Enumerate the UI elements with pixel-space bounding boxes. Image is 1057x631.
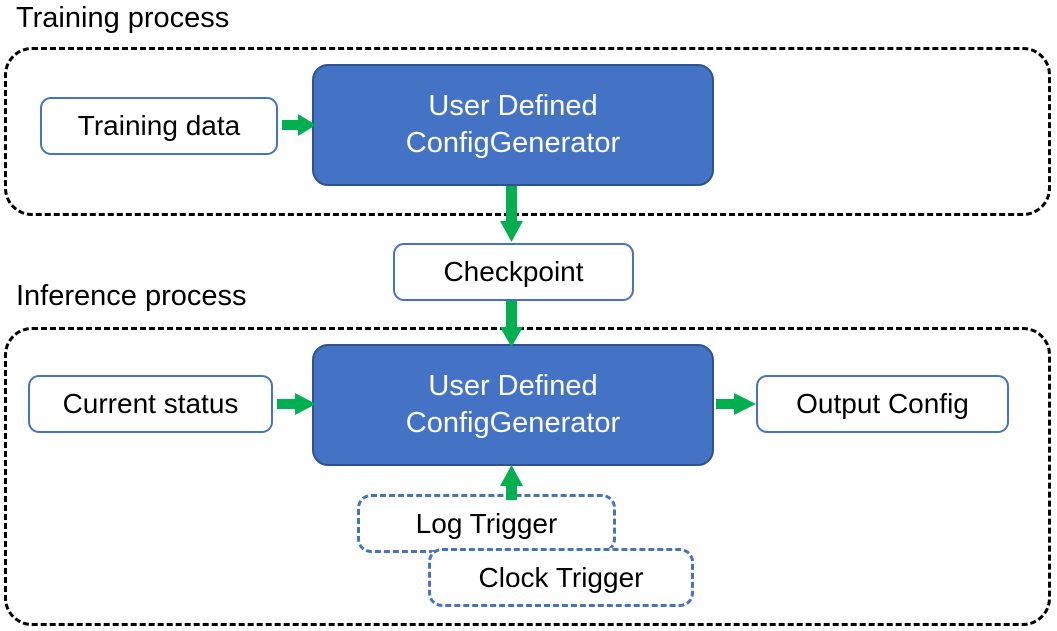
node-current-status-label: Current status [62,388,239,419]
node-log-trigger-label: Log Trigger [415,507,558,539]
node-generator-inference-line1: User Defined [428,370,598,402]
node-generator-inference-line2: ConfigGenerator [405,407,621,439]
node-training-data-label: Training data [77,110,241,141]
node-checkpoint[interactable]: Checkpoint [393,243,634,301]
node-training-data[interactable]: Training data [40,97,278,155]
node-clock-trigger[interactable]: Clock Trigger [428,548,694,607]
node-checkpoint-label: Checkpoint [443,256,584,287]
inference-process-container [4,327,1051,626]
node-generator-training-line1: User Defined [428,90,598,122]
inference-process-label: Inference process [16,280,247,312]
node-output-config[interactable]: Output Config [756,375,1009,433]
node-user-defined-configgenerator-inference[interactable]: User Defined ConfigGenerator [312,344,714,466]
node-user-defined-configgenerator-training[interactable]: User Defined ConfigGenerator [312,64,714,186]
node-clock-trigger-label: Clock Trigger [478,561,644,593]
training-process-label: Training process [16,2,230,34]
node-current-status[interactable]: Current status [28,375,273,433]
training-process-container [4,47,1051,216]
node-log-trigger[interactable]: Log Trigger [357,494,616,553]
node-generator-training-line2: ConfigGenerator [405,127,621,159]
node-output-config-label: Output Config [796,388,969,419]
